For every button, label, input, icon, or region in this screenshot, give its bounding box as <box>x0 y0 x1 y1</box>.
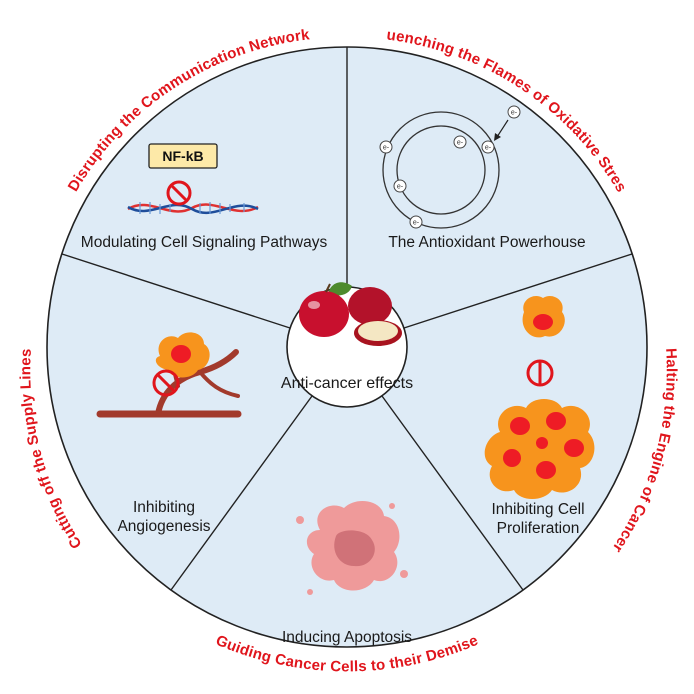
svg-text:e-: e- <box>397 184 404 191</box>
atom-illustration: e- e- e- e- e- e- <box>379 105 521 229</box>
electron-labels: e- e- e- e- e- e- <box>383 110 518 227</box>
dna-helix-icon <box>127 202 259 215</box>
apoptotic-cell-icon <box>296 501 408 595</box>
apple-front-icon <box>299 291 349 337</box>
apple-back-icon <box>348 287 392 325</box>
tumor-cell-icon <box>155 332 210 378</box>
divider-bottom-right <box>381 395 524 591</box>
prohibition-icon <box>526 359 554 387</box>
electron-icon <box>379 105 521 229</box>
nfkb-label: NF-kB <box>162 148 203 164</box>
segment-proliferation-label-2: Proliferation <box>497 520 580 537</box>
proliferation-illustration <box>484 295 595 499</box>
svg-text:e-: e- <box>383 145 390 152</box>
svg-text:e-: e- <box>511 110 518 117</box>
nfkb-illustration: NF-kB <box>127 143 259 215</box>
svg-text:e-: e- <box>457 140 464 147</box>
center-label: Anti-cancer effects <box>281 375 413 392</box>
tumor-mass-icon <box>484 399 595 499</box>
apples-illustration <box>299 282 402 346</box>
segment-antioxidant-label: The Antioxidant Powerhouse <box>388 234 585 251</box>
segment-angiogenesis-label-1: Inhibiting <box>133 499 195 516</box>
divider-bottom-left <box>170 395 313 591</box>
segment-angiogenesis-label-2: Angiogenesis <box>117 518 210 535</box>
divider-right <box>403 253 633 329</box>
segment-dividers <box>61 47 633 591</box>
leaf-icon <box>328 282 352 296</box>
prohibition-icon <box>152 369 180 397</box>
apple-slice-flesh-icon <box>358 321 398 341</box>
svg-text:e-: e- <box>413 220 420 227</box>
orbit-inner <box>396 125 486 215</box>
prohibition-icon <box>166 180 192 206</box>
nfkb-box <box>148 143 218 169</box>
orbit-outer <box>382 111 500 229</box>
angiogenesis-illustration <box>96 332 242 418</box>
segment-proliferation-label-1: Inhibiting Cell <box>491 501 584 518</box>
small-cell-icon <box>522 295 565 338</box>
arrow-icon <box>494 119 509 141</box>
svg-text:e-: e- <box>485 145 492 152</box>
apple-highlight-icon <box>308 301 320 309</box>
apple-stem-icon <box>325 283 331 293</box>
segment-apoptosis-label: Inducing Apoptosis <box>282 629 412 646</box>
divider-left <box>61 253 291 329</box>
segment-signaling-label: Modulating Cell Signaling Pathways <box>81 234 328 251</box>
